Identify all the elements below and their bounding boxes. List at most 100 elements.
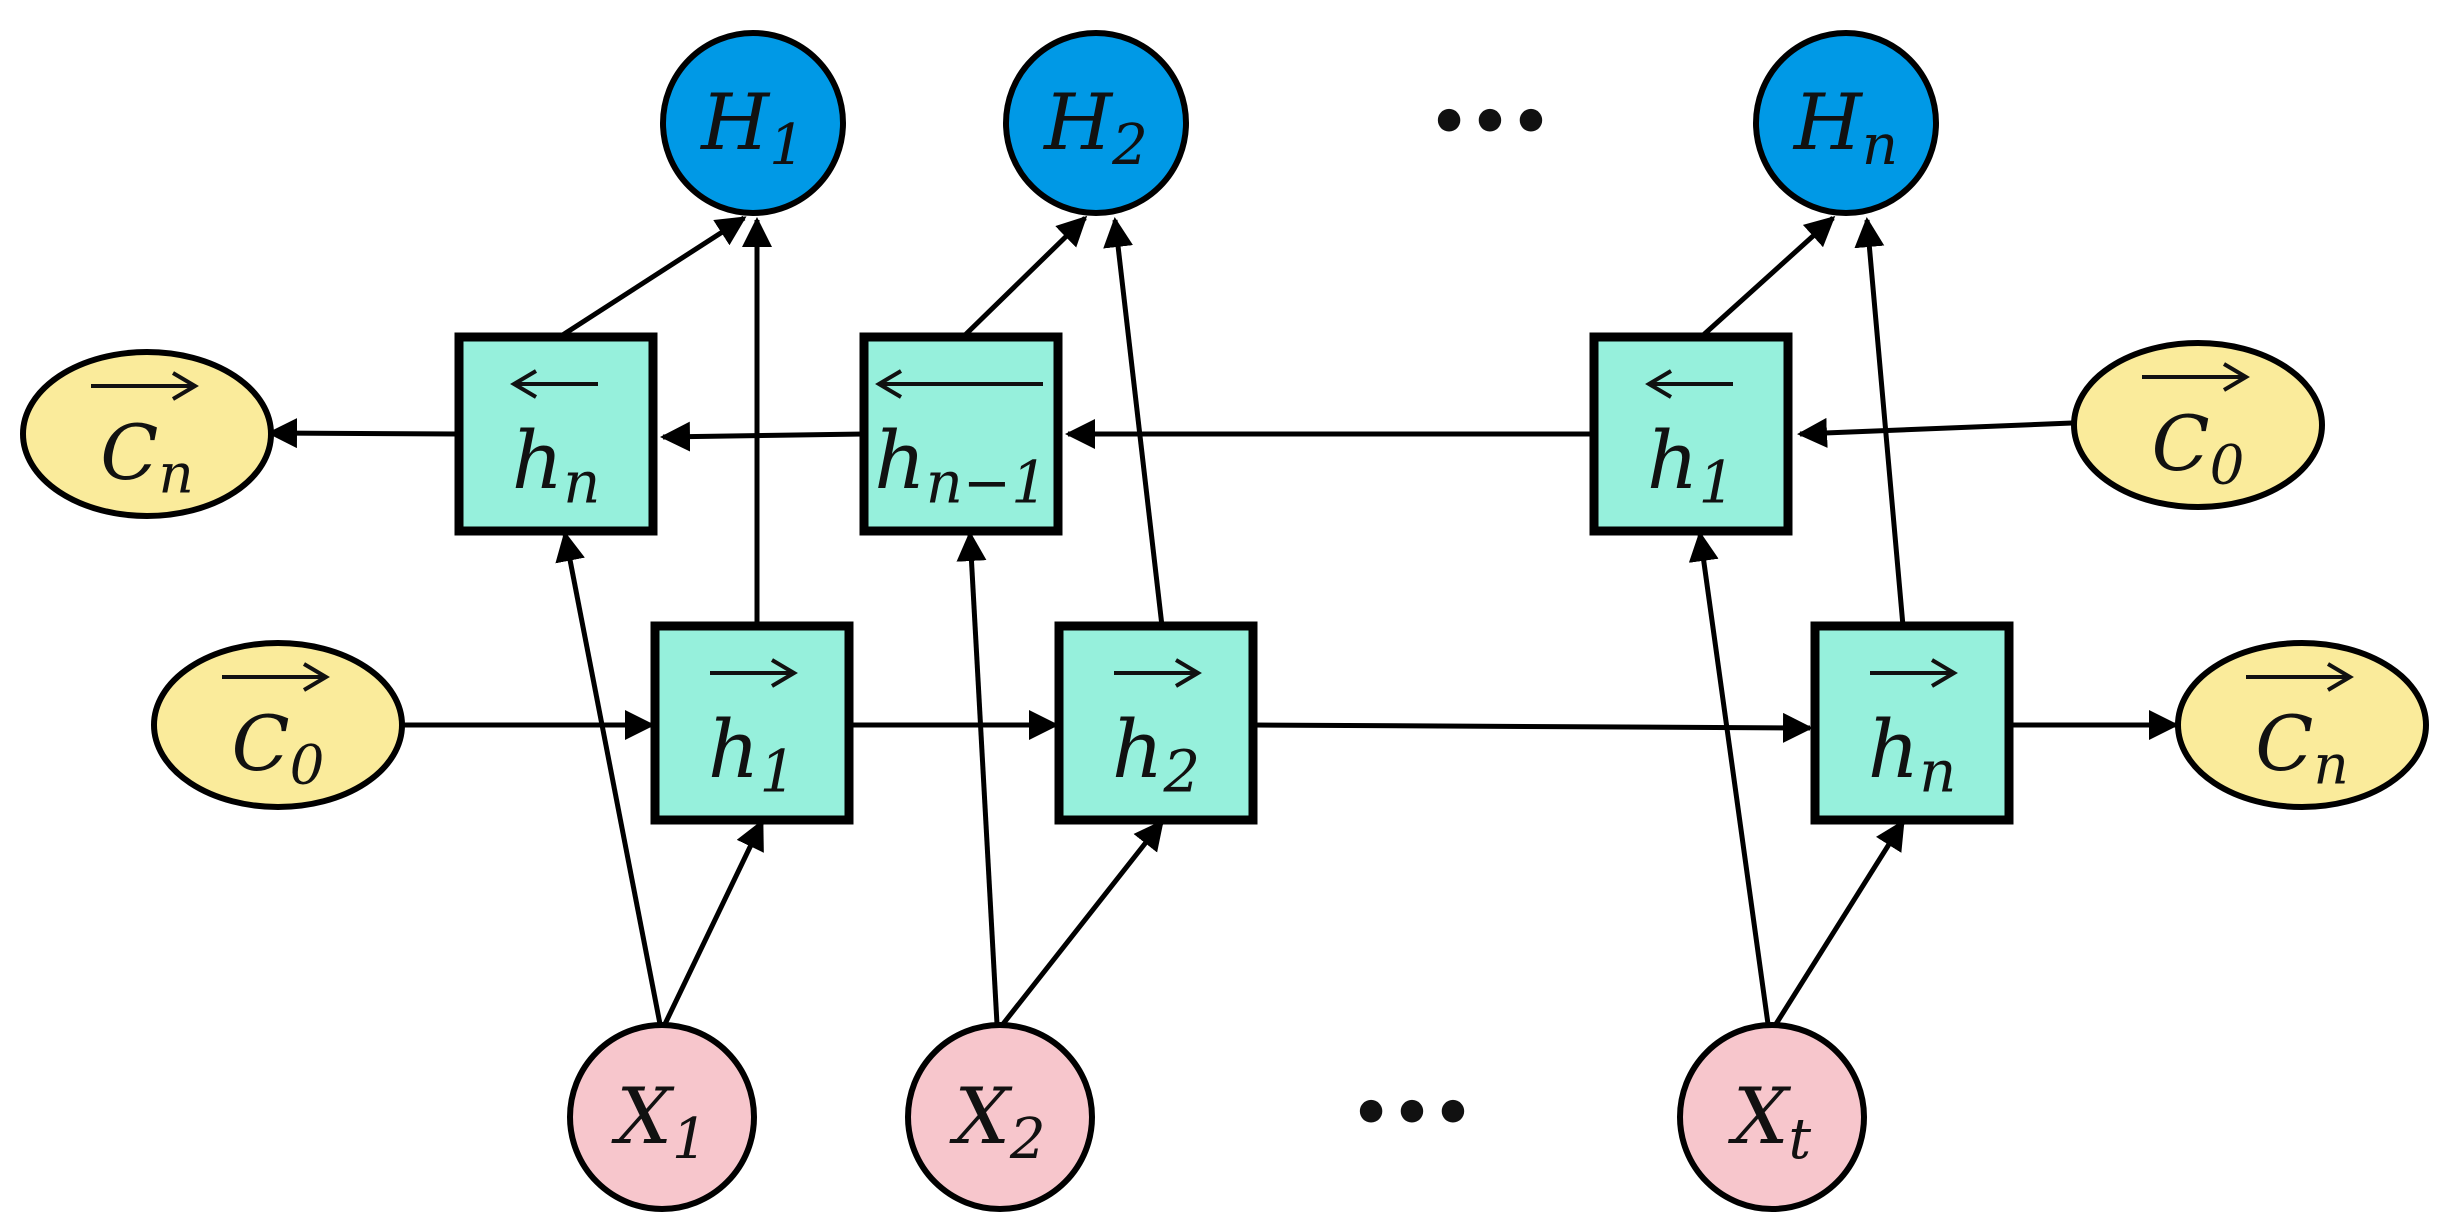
input-circle (905, 1022, 1095, 1212)
output-label-H1-sub: 1 (769, 112, 805, 177)
state-box (454, 332, 658, 536)
output-label-H1: H1 (699, 78, 805, 177)
cell-label-C_fwd_in-base: C (232, 699, 290, 788)
edge-C0-to-bh_1 (1797, 417, 2073, 448)
cell-label-C_back_out-base: C (100, 408, 158, 497)
state-box (859, 332, 1063, 536)
edges-layer (267, 215, 2179, 1026)
state-label-bh_n1-sub: n−1 (926, 449, 1048, 516)
state-node-bh_1: h1 (1589, 332, 1793, 536)
right-arrow-icon (2142, 362, 2250, 392)
output-node-Hn: Hn (1753, 30, 1939, 216)
state-label-fh_n-base: h (1868, 703, 1920, 796)
edge-Xt-to-bh_1 (1688, 531, 1771, 1025)
state-label-fh_n-sub: n (1919, 738, 1956, 805)
cell-label-C_fwd_out-base: C (2255, 699, 2313, 788)
edge-bh_n-to-Cn (267, 418, 460, 449)
right-arrow-icon (91, 371, 199, 401)
state-label-bh_n1: hn−1 (874, 414, 1048, 516)
edge-Xt-to-fh_n (1773, 819, 1906, 1026)
input-circle (1677, 1022, 1867, 1212)
input-label-Xt-base: X (1727, 1072, 1792, 1162)
left-arrow-icon (510, 369, 598, 399)
output-circle (1753, 30, 1939, 216)
output-label-H2-sub: 2 (1111, 112, 1148, 177)
input-node-Xt: Xt (1677, 1022, 1867, 1212)
state-label-bh_1-base: h (1647, 414, 1699, 507)
edge-bh_n-to-H1 (556, 215, 747, 341)
cell-label-C_fwd_out-sub: n (2313, 732, 2348, 796)
left-arrow-icon (875, 369, 1043, 399)
state-box (1054, 621, 1258, 825)
state-node-bh_n: hn (454, 332, 658, 536)
edge-fh_n-to-Hn (1854, 217, 1906, 627)
state-node-bh_n1: hn−1 (859, 332, 1063, 536)
output-label-H1-base: H (699, 78, 771, 168)
state-label-fh_1-sub: 1 (759, 738, 796, 805)
cell-label-C_back_out-sub: n (158, 441, 193, 505)
state-label-fh_2-base: h (1112, 703, 1164, 796)
state-label-fh_2: h2 (1112, 703, 1200, 805)
state-label-bh_n: hn (512, 414, 601, 516)
cell-node-C_fwd_in: C0 (151, 640, 405, 810)
output-label-Hn-base: H (1792, 78, 1864, 168)
input-label-X1: X1 (610, 1072, 707, 1171)
state-node-fh_2: h2 (1054, 621, 1258, 825)
state-label-bh_1: h1 (1647, 414, 1735, 516)
cell-label-C_back_in: C0 (2152, 399, 2245, 497)
right-arrow-icon (1870, 658, 1958, 688)
state-label-fh_1: h1 (708, 703, 796, 805)
output-node-H2: H2 (1003, 30, 1189, 216)
input-label-X1-base: X (610, 1072, 675, 1162)
edge-X2-to-fh_2 (1001, 819, 1164, 1026)
cell-label-C_fwd_in: C0 (232, 699, 325, 797)
ellipsis-bottom: ••• (1351, 1077, 1474, 1151)
state-node-fh_1: h1 (650, 621, 854, 825)
output-circle (1003, 30, 1189, 216)
cell-label-C_back_in-sub: 0 (2210, 432, 2245, 496)
input-label-X2: X2 (948, 1072, 1045, 1171)
input-label-Xt-sub: t (1788, 1106, 1811, 1171)
state-label-bh_n-base: h (512, 414, 564, 507)
edge-X1-to-bh_n (555, 531, 663, 1025)
input-label-X2-sub: 2 (1009, 1106, 1046, 1171)
input-node-X1: X1 (567, 1022, 757, 1212)
cell-label-C_back_in-base: C (2152, 399, 2210, 488)
state-label-bh_n1-base: h (874, 414, 926, 507)
cell-node-C_back_in: C0 (2071, 340, 2325, 510)
input-label-X2-base: X (948, 1072, 1013, 1162)
input-label-X1-sub: 1 (672, 1106, 708, 1171)
right-arrow-icon (2246, 662, 2354, 692)
edge-bh_n1-to-bh_n (660, 421, 865, 452)
output-circle (660, 30, 846, 216)
cell-ellipse (20, 349, 274, 519)
state-node-fh_n: hn (1810, 621, 2014, 825)
edge-bh_n1-to-H2 (960, 215, 1088, 340)
output-label-H2-base: H (1042, 78, 1114, 168)
state-label-fh_n: hn (1868, 703, 1957, 805)
right-arrow-icon (1114, 658, 1202, 688)
cell-ellipse (151, 640, 405, 810)
input-circle (567, 1022, 757, 1212)
right-arrow-icon (222, 662, 330, 692)
edge-X1-to-fh_1 (662, 819, 765, 1026)
cell-node-C_fwd_out: Cn (2175, 640, 2429, 810)
ellipsis-top: ••• (1429, 86, 1552, 160)
cell-label-C_back_out: Cn (100, 408, 193, 506)
output-node-H1: H1 (660, 30, 846, 216)
right-arrow-icon (710, 658, 798, 688)
input-node-X2: X2 (905, 1022, 1095, 1212)
input-label-Xt: Xt (1727, 1072, 1812, 1171)
edge-X2-to-bh_n1 (956, 531, 1000, 1025)
state-label-bh_1-sub: 1 (1698, 449, 1735, 516)
cell-ellipse (2071, 340, 2325, 510)
edge-bh_1-to-Hn (1698, 215, 1836, 340)
left-arrow-icon (1645, 369, 1733, 399)
state-label-fh_2-sub: 2 (1162, 738, 1200, 805)
output-label-Hn-sub: n (1862, 112, 1898, 177)
cell-label-C_fwd_in-sub: 0 (290, 732, 325, 796)
state-box (1810, 621, 2014, 825)
state-box (1589, 332, 1793, 536)
